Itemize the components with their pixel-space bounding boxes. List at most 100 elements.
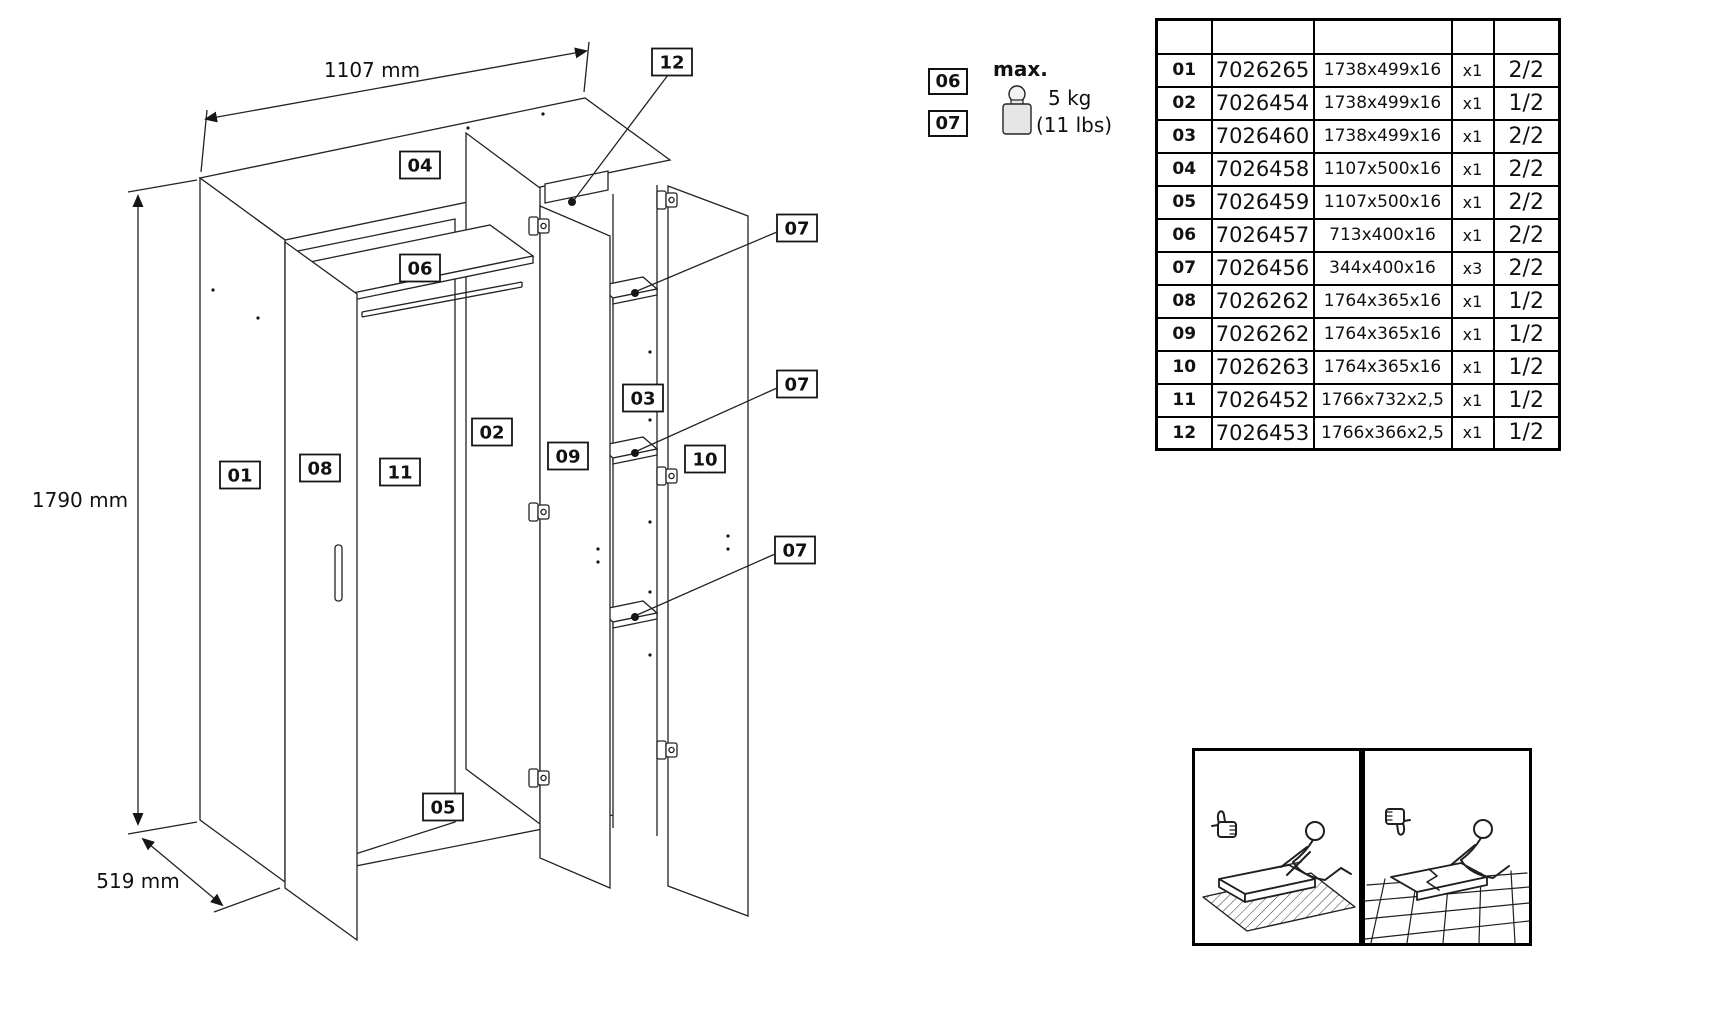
svg-text:05: 05 <box>430 798 455 819</box>
width-dimension-label: 1107 mm <box>324 58 420 82</box>
table-row: 03 7026460 1738x499x16 x1 2/2 <box>1155 118 1561 154</box>
svg-text:06: 06 <box>407 259 432 280</box>
part-size: 1764x365x16 <box>1312 349 1453 385</box>
part-page: 2/2 <box>1492 52 1561 88</box>
part-label-07-c: 07 <box>774 535 816 565</box>
part-size: 1738x499x16 <box>1312 85 1453 121</box>
max-label: max. <box>993 57 1048 81</box>
table-row: 01 7026265 1738x499x16 x1 2/2 <box>1155 52 1561 88</box>
part-page: 2/2 <box>1492 250 1561 286</box>
dimension-width: 1107 mm <box>200 41 590 173</box>
part-size: 1738x499x16 <box>1312 52 1453 88</box>
part-no: 11 <box>1155 382 1213 418</box>
svg-text:07: 07 <box>784 375 809 396</box>
part-label-03: 03 <box>622 383 664 413</box>
depth-dimension-label: 519 mm <box>96 869 180 893</box>
table-row: 07 7026456 344x400x16 x3 2/2 <box>1155 250 1561 286</box>
table-row: 05 7026459 1107x500x16 x1 2/2 <box>1155 184 1561 220</box>
weight-kg-label: 5 kg <box>1048 86 1092 110</box>
table-row: 11 7026452 1766x732x2,5 x1 1/2 <box>1155 382 1561 418</box>
dimension-height: 1790 mm <box>32 179 198 835</box>
table-row: 02 7026454 1738x499x16 x1 1/2 <box>1155 85 1561 121</box>
part-code: 7026457 <box>1210 217 1315 253</box>
middle-door <box>539 205 611 889</box>
part-label-04: 04 <box>399 150 441 180</box>
parts-table-header-row <box>1155 18 1561 55</box>
svg-text:09: 09 <box>555 447 580 468</box>
part-page: 2/2 <box>1492 184 1561 220</box>
part-label-02: 02 <box>471 417 513 447</box>
part-code: 7026262 <box>1210 283 1315 319</box>
part-no: 08 <box>1155 283 1213 319</box>
part-size: 344x400x16 <box>1312 250 1453 286</box>
table-row: 12 7026453 1766x366x2,5 x1 1/2 <box>1155 415 1561 451</box>
part-qty: x1 <box>1450 118 1495 154</box>
part-no: 02 <box>1155 85 1213 121</box>
svg-text:12: 12 <box>659 53 684 74</box>
part-qty: x3 <box>1450 250 1495 286</box>
table-row: 10 7026263 1764x365x16 x1 1/2 <box>1155 349 1561 385</box>
left-door <box>284 240 358 942</box>
table-header-cell <box>1210 18 1315 55</box>
svg-text:08: 08 <box>307 459 332 480</box>
part-no: 03 <box>1155 118 1213 154</box>
weight-note-part-06: 06 <box>928 68 968 95</box>
callout-leaders <box>568 74 778 616</box>
part-qty: x1 <box>1450 184 1495 220</box>
table-row: 06 7026457 713x400x16 x1 2/2 <box>1155 217 1561 253</box>
part-code: 7026453 <box>1210 415 1315 451</box>
part-no: 07 <box>1155 250 1213 286</box>
part-code: 7026454 <box>1210 85 1315 121</box>
part-qty: x1 <box>1450 85 1495 121</box>
assemble-on-soft-surface-thumbs-up-icon <box>1202 810 1356 932</box>
part-no: 04 <box>1155 151 1213 187</box>
part-qty: x1 <box>1450 151 1495 187</box>
table-header-cell <box>1450 18 1495 55</box>
part-code: 7026458 <box>1210 151 1315 187</box>
part-label-01: 01 <box>219 460 261 490</box>
part-code: 7026263 <box>1210 349 1315 385</box>
part-no: 01 <box>1155 52 1213 88</box>
part-no: 12 <box>1155 415 1213 451</box>
part-page: 2/2 <box>1492 118 1561 154</box>
part-code: 7026265 <box>1210 52 1315 88</box>
table-row: 09 7026262 1764x365x16 x1 1/2 <box>1155 316 1561 352</box>
svg-text:02: 02 <box>479 423 504 444</box>
part-page: 1/2 <box>1492 85 1561 121</box>
part-code: 7026452 <box>1210 382 1315 418</box>
part-qty: x1 <box>1450 415 1495 451</box>
svg-text:03: 03 <box>630 389 655 410</box>
part-label-11: 11 <box>379 457 421 487</box>
weight-note-part-07: 07 <box>928 110 968 137</box>
part-no: 06 <box>1155 217 1213 253</box>
part-label-07-b: 07 <box>776 369 818 399</box>
part-size: 1766x366x2,5 <box>1312 415 1453 451</box>
part-label-09: 09 <box>547 441 589 471</box>
table-header-cell <box>1155 18 1213 55</box>
svg-text:04: 04 <box>407 156 432 177</box>
part-qty: x1 <box>1450 349 1495 385</box>
drill-hole-dots <box>211 112 730 564</box>
part-qty: x1 <box>1450 217 1495 253</box>
part-page: 1/2 <box>1492 349 1561 385</box>
part-size: 1764x365x16 <box>1312 316 1453 352</box>
table-header-cell <box>1312 18 1453 55</box>
part-size: 1764x365x16 <box>1312 283 1453 319</box>
dimension-depth: 519 mm <box>96 837 281 913</box>
part-label-07-a: 07 <box>776 213 818 243</box>
part-page: 1/2 <box>1492 382 1561 418</box>
part-page: 2/2 <box>1492 151 1561 187</box>
part-code: 7026459 <box>1210 184 1315 220</box>
svg-text:11: 11 <box>387 463 412 484</box>
part-page: 1/2 <box>1492 283 1561 319</box>
incorrect-assembly-pictogram <box>1362 748 1532 946</box>
part-label-05: 05 <box>422 792 464 822</box>
hard-floor-thumbs-down-icon <box>1364 808 1530 944</box>
part-size: 1107x500x16 <box>1312 184 1453 220</box>
part-page: 1/2 <box>1492 415 1561 451</box>
part-code: 7026456 <box>1210 250 1315 286</box>
part-size: 1766x732x2,5 <box>1312 382 1453 418</box>
weight-5kg-icon <box>1002 85 1032 135</box>
weight-lbs-label: (11 lbs) <box>1036 113 1113 137</box>
